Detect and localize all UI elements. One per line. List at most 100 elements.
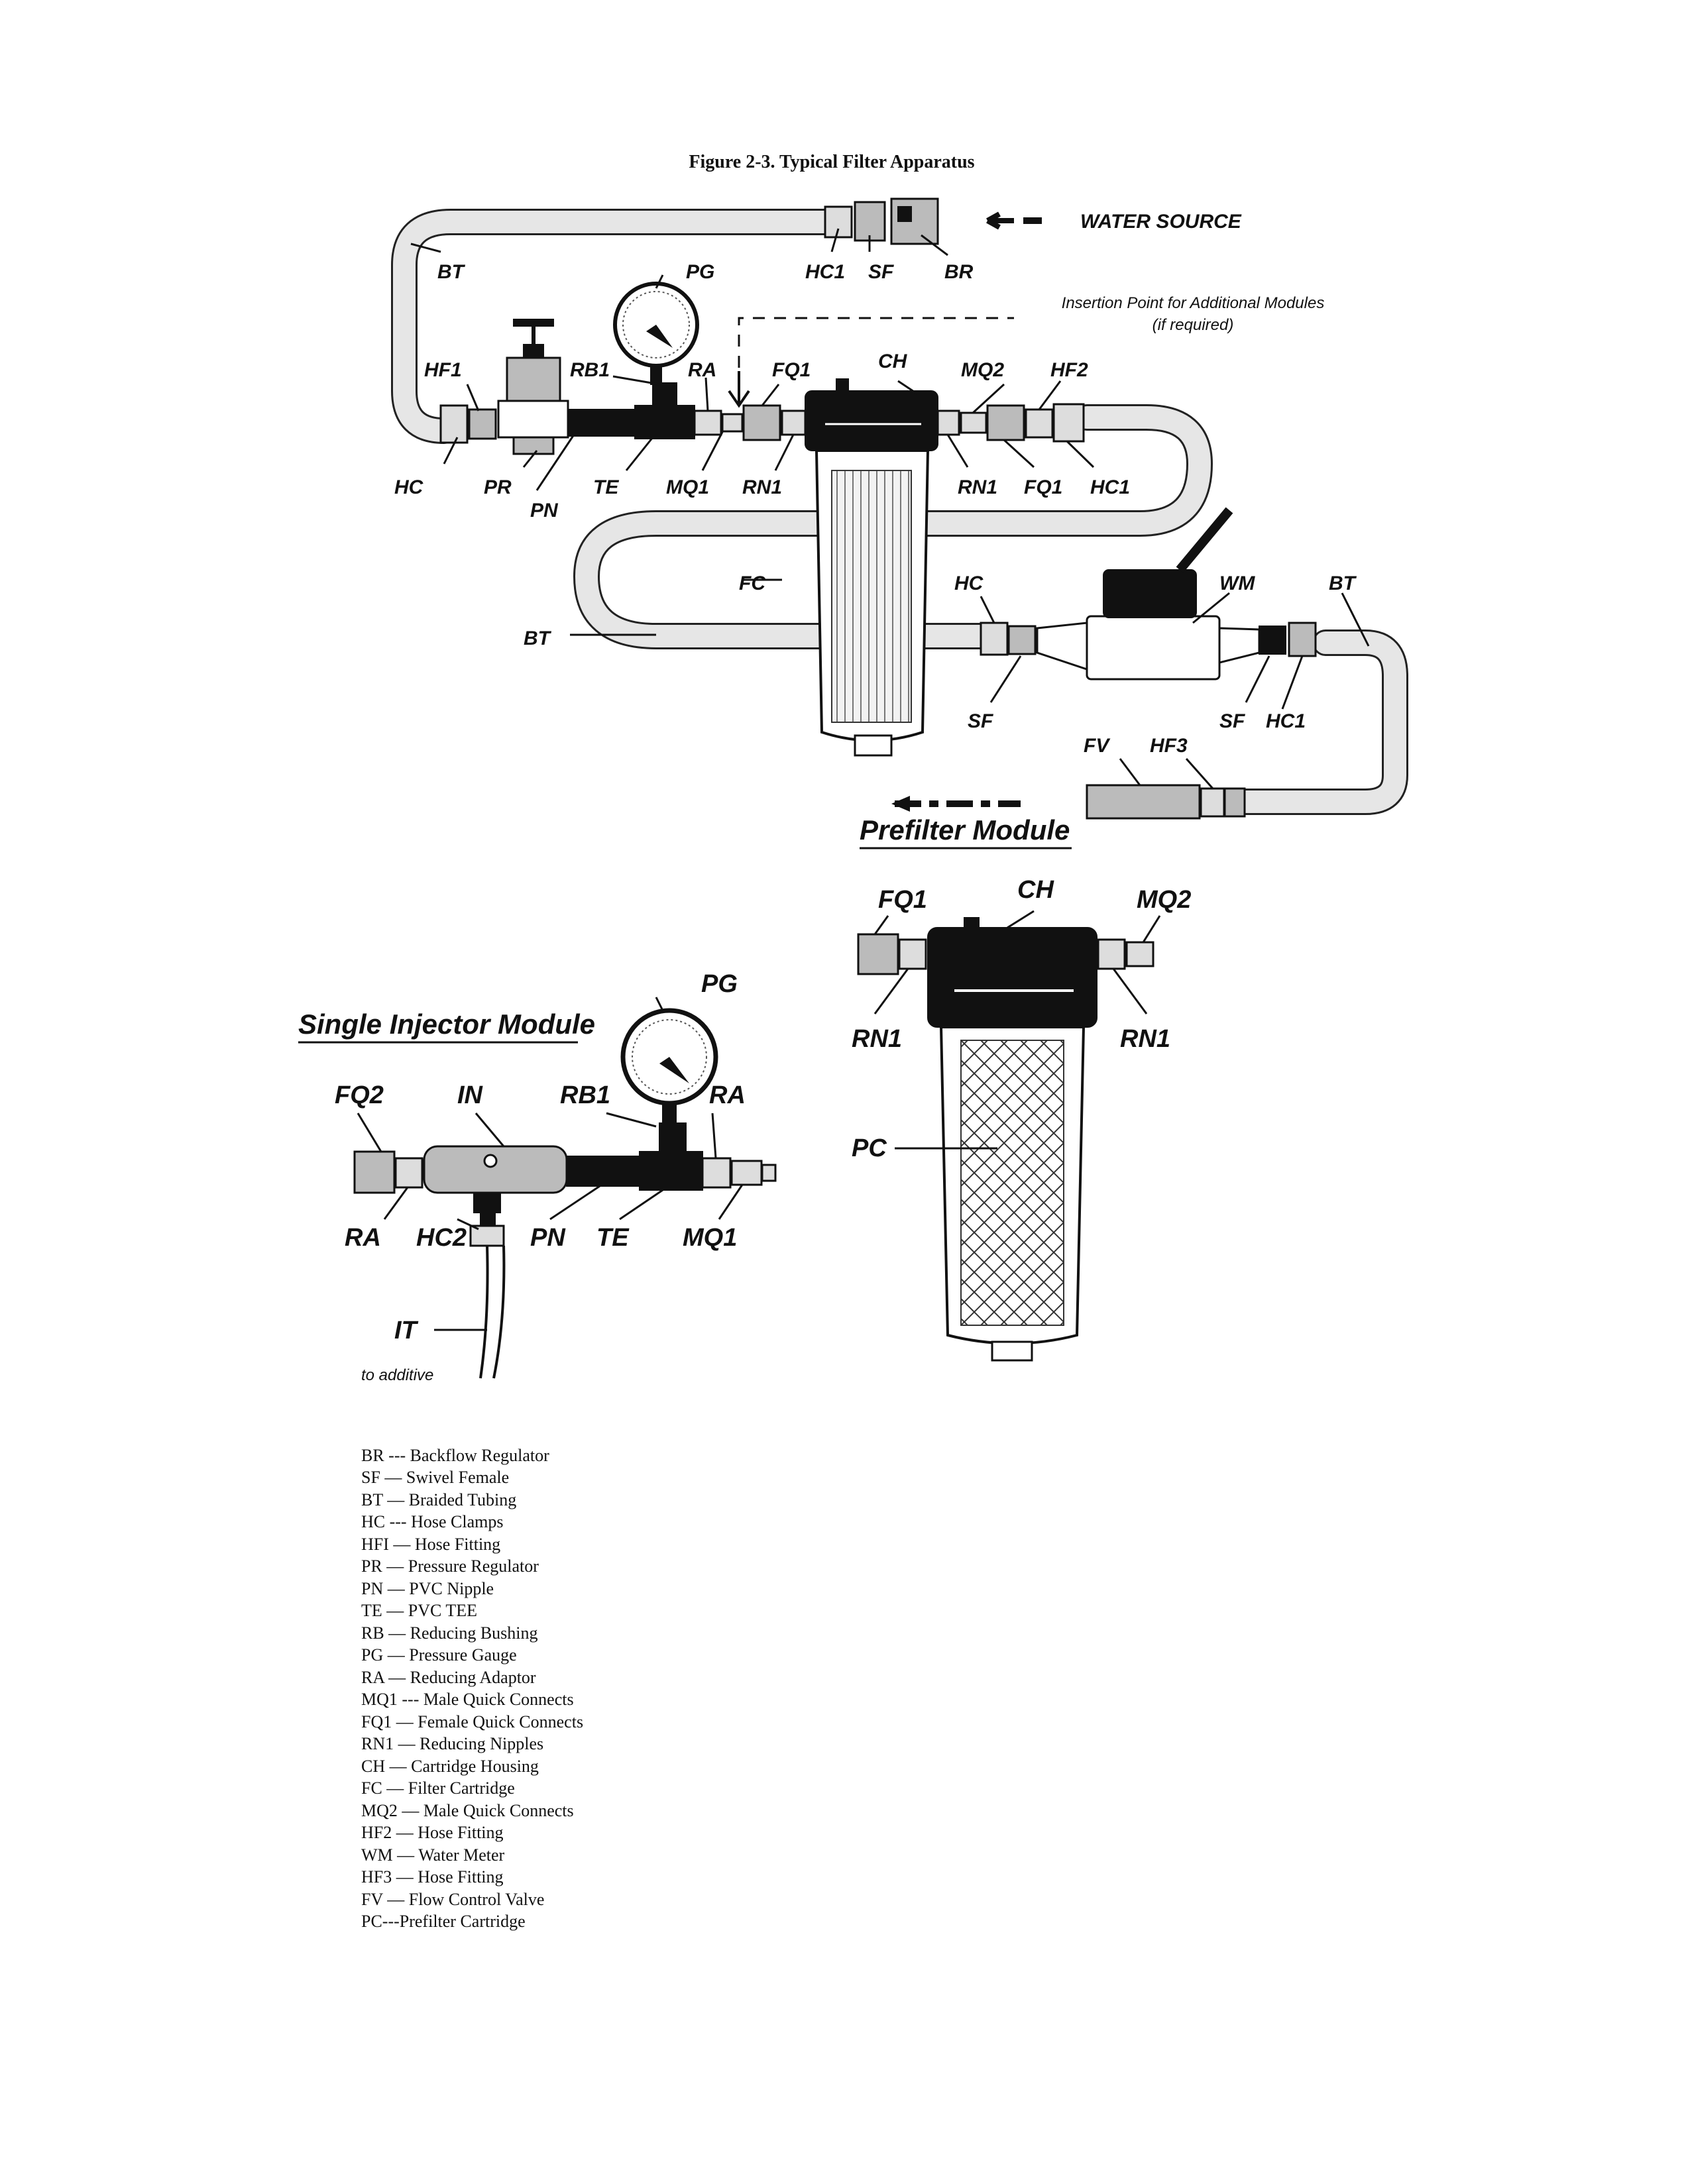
cartridge-housing (805, 378, 938, 451)
legend-item: PN — PVC Nipple (361, 1579, 494, 1598)
label-fc: FC (739, 573, 766, 594)
injector-ra-right (701, 1157, 732, 1189)
label-bt-top: BT (437, 261, 466, 283)
legend-item: CH — Cartridge Housing (361, 1757, 539, 1776)
injector-leader-lines (357, 997, 744, 1331)
hose-clamp-hc1-top (824, 205, 853, 239)
male-quick-connect-mq2 (960, 411, 987, 434)
legend-item: FC — Filter Cartridge (361, 1778, 515, 1798)
prefilter-label-fq1: FQ1 (878, 886, 927, 914)
pvc-nipple (568, 409, 636, 437)
water-source-label: WATER SOURCE (1080, 211, 1242, 233)
injector-label-it: IT (394, 1317, 419, 1344)
label-ch: CH (878, 351, 908, 372)
prefilter-cartridge-housing (927, 917, 1097, 1028)
legend-item: TE — PVC TEE (361, 1601, 477, 1620)
hose-clamp-hc1-bottom (1288, 622, 1317, 657)
parts-legend: BR --- Backflow Regulator SF — Swivel Fe… (361, 1446, 583, 1931)
legend-item: FV — Flow Control Valve (361, 1890, 544, 1909)
legend-item: BT — Braided Tubing (361, 1490, 516, 1509)
label-rn1-left: RN1 (742, 476, 782, 498)
prefilter-fq1 (857, 933, 899, 975)
label-mq1: MQ1 (666, 476, 709, 498)
label-te: TE (593, 476, 619, 498)
flow-control-valve (1086, 784, 1201, 820)
figure-title: Figure 2-3. Typical Filter Apparatus (689, 152, 974, 172)
label-hc1-right: HC1 (1090, 476, 1130, 498)
female-quick-connect-fq1 (742, 404, 781, 441)
label-hc1-bottom: HC1 (1266, 710, 1306, 732)
braided-tubing-outlet (1226, 629, 1408, 815)
injector-hc2 (469, 1225, 505, 1247)
injector-body (423, 1145, 568, 1227)
injector-pvc-nipple (566, 1156, 640, 1187)
filter-cartridge (815, 449, 930, 757)
main-leader-lines (410, 228, 1370, 789)
label-wm: WM (1219, 573, 1255, 594)
hose-fitting-hf3 (1200, 787, 1225, 818)
legend-item: MQ2 — Male Quick Connects (361, 1801, 574, 1820)
injector-label-in: IN (457, 1081, 484, 1109)
label-ra: RA (688, 359, 716, 381)
injector-pressure-gauge (620, 1008, 718, 1125)
label-sf-right: SF (1219, 710, 1245, 732)
label-sf-left: SF (968, 710, 993, 732)
injector-label-to-additive: to additive (361, 1366, 433, 1384)
prefilter-rn1-left (898, 938, 927, 970)
swivel-female-top (854, 201, 886, 242)
label-hc-left: HC (394, 476, 424, 498)
label-br: BR (944, 261, 974, 283)
injector-fq2 (353, 1150, 396, 1194)
label-hf1: HF1 (424, 359, 462, 381)
injector-tubing (479, 1245, 506, 1379)
injector-label-pg: PG (701, 970, 738, 998)
label-bt-right: BT (1329, 573, 1357, 594)
injector-label-mq1: MQ1 (683, 1224, 737, 1252)
prefilter-cartridge (939, 1026, 1086, 1362)
main-apparatus: WATER SOURCE Insert (391, 197, 1408, 820)
hose-clamp-hc1-right (1052, 403, 1085, 443)
prefilter-leader-lines (873, 910, 1161, 1150)
prefilter-mq2 (1125, 941, 1154, 967)
label-bt-left: BT (524, 628, 552, 649)
injector-label-te: TE (596, 1224, 630, 1252)
swivel-female-right (1259, 626, 1286, 655)
label-hc-mid: HC (954, 573, 984, 594)
injector-mq1 (730, 1160, 763, 1186)
legend-item: HF2 — Hose Fitting (361, 1823, 504, 1842)
prefilter-label-mq2: MQ2 (1137, 886, 1191, 914)
pressure-gauge (613, 282, 699, 385)
pvc-tee (634, 382, 695, 439)
braided-tubing-loop (573, 404, 1213, 649)
hose-fitting-hf2 (1025, 408, 1054, 439)
prefilter-label-rn1-right: RN1 (1120, 1025, 1170, 1053)
braided-tubing-top (391, 209, 845, 444)
injector-pvc-tee (639, 1122, 703, 1191)
label-hf2: HF2 (1050, 359, 1088, 381)
injector-label-fq2: FQ2 (335, 1081, 384, 1109)
injector-label-hc2: HC2 (416, 1224, 467, 1252)
injector-title: Single Injector Module (298, 1009, 595, 1040)
prefilter-title: Prefilter Module (860, 814, 1070, 846)
prefilter-label-ch: CH (1017, 876, 1054, 904)
label-rn1-right: RN1 (958, 476, 997, 498)
label-fv: FV (1084, 735, 1111, 757)
injector-module: Single Injector Module (298, 970, 777, 1384)
legend-item: SF — Swivel Female (361, 1468, 509, 1487)
swivel-female-left (1007, 625, 1037, 655)
water-source-arrow (986, 211, 1014, 230)
insertion-note-line1: Insertion Point for Additional Modules (1062, 294, 1325, 312)
hose-clamp-hc (439, 404, 469, 444)
injector-label-rb1: RB1 (560, 1081, 610, 1109)
reducing-nipple-rn1-right (936, 410, 960, 436)
label-pg: PG (686, 261, 714, 283)
label-fq1-right: FQ1 (1024, 476, 1062, 498)
legend-item: PC---Prefilter Cartridge (361, 1912, 526, 1931)
legend-item: BR --- Backflow Regulator (361, 1446, 549, 1465)
insertion-note-line2: (if required) (1153, 316, 1234, 334)
hose-clamp-hc-mid (980, 622, 1009, 656)
legend-item: WM — Water Meter (361, 1845, 505, 1865)
male-quick-connect-mq1 (721, 413, 744, 433)
legend-item: HC --- Hose Clamps (361, 1512, 503, 1531)
label-hc1-top: HC1 (805, 261, 845, 283)
